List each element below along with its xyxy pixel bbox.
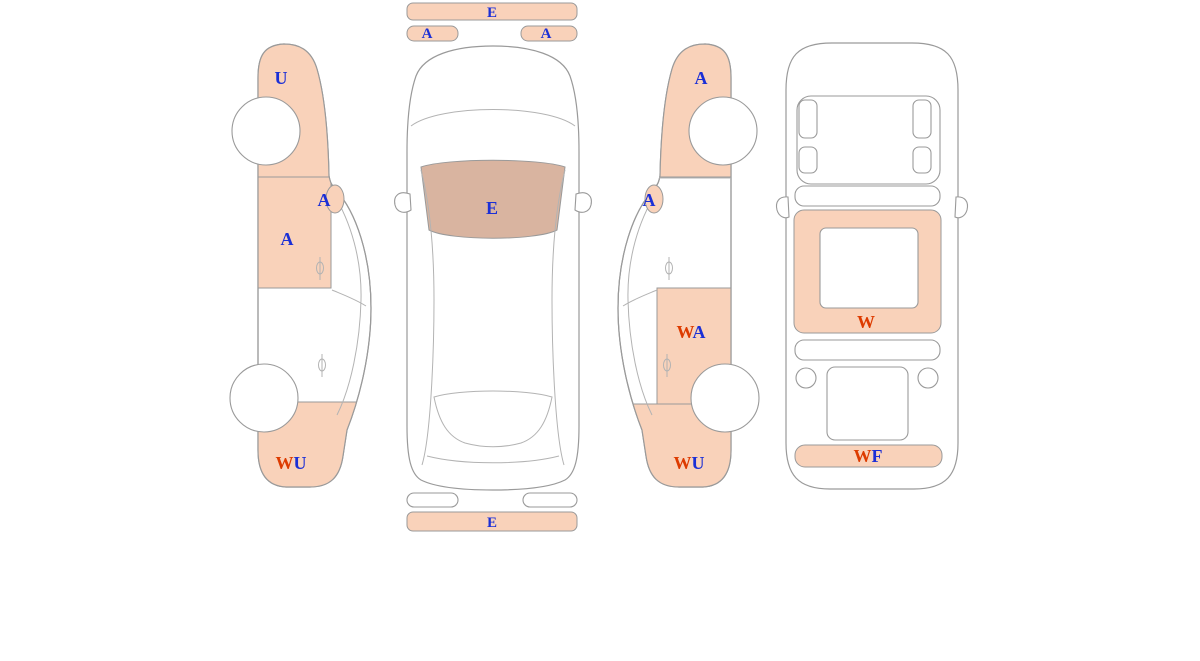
b-pillar-line [622,289,658,307]
damage-label-mirror: A [643,190,656,210]
front-door-highlight[interactable] [252,176,332,289]
top-view: E A A E E [394,2,592,532]
front-door-handle-icon [665,257,673,280]
left-mirror-tab [775,196,790,219]
front-bumper-strip[interactable] [406,2,578,21]
damage-label-front-door: A [281,229,294,249]
damage-label-rear: WU [674,453,705,473]
tailgate-window [819,227,919,309]
right-mirror-tab [954,196,969,219]
front-wheel [231,96,301,166]
grille-bar [794,185,941,207]
hood-line [410,109,576,127]
rear-bumper-highlight[interactable] [794,444,943,468]
windshield-panel [796,95,941,185]
right-roof-line [551,169,566,466]
left-side-view: U A A WU [229,43,372,488]
damage-label-front-right-trim: A [541,26,552,42]
damage-label-tailgate: W [857,312,875,332]
damage-label-mirror: A [318,190,331,210]
side-mirror-highlight[interactable] [644,184,664,214]
headlight-right-upper [912,99,932,139]
taillight-left [795,367,817,389]
headlight-right-lower [912,146,932,174]
rear-window-line [433,390,553,448]
rear-left-trim-strip [406,492,459,508]
rear-right-trim-strip [522,492,578,508]
left-roof-line [420,169,435,466]
b-pillar-line [331,289,367,307]
front-wheel [688,96,758,166]
headlight-left-upper [798,99,818,139]
rear-view: W WF [775,42,969,490]
damage-label-front: A [695,68,708,88]
car-body-outline-stroke [257,43,372,488]
damage-label-rear: WU [276,453,307,473]
rear-wheel [690,363,760,433]
damage-label-rear-door: WA [676,322,705,342]
right-side-view: A A WA WU [617,43,760,488]
damage-label-front-bumper: E [487,5,497,21]
damage-label-front-left-trim: A [422,26,433,42]
side-mirror-highlight[interactable] [325,184,345,214]
headlight-left-lower [798,146,818,174]
right-mirror [574,192,592,213]
taillight-right [917,367,939,389]
front-door-handle-icon [316,257,324,280]
rear-wheel [229,363,299,433]
front-right-trim-strip[interactable] [520,25,578,42]
damage-label-windshield: E [486,198,498,218]
rear-door-handle-icon [318,354,326,377]
license-plate-panel [826,366,909,441]
car-top-outline [406,45,580,491]
rear-door-handle-icon [663,354,671,377]
rear-trim-bar [794,339,941,361]
windshield-highlight[interactable] [420,159,566,239]
damage-label-rear-bumper: E [487,515,497,531]
damage-label-rear-bumper: WF [854,446,883,466]
window-line [627,192,657,416]
rear-bumper-strip[interactable] [406,511,578,532]
trunk-line [426,455,560,464]
window-line [332,192,362,416]
left-mirror [394,192,412,213]
car-body-outline-stroke [617,43,732,488]
damage-label-front: U [275,68,288,88]
front-left-trim-strip[interactable] [406,25,459,42]
